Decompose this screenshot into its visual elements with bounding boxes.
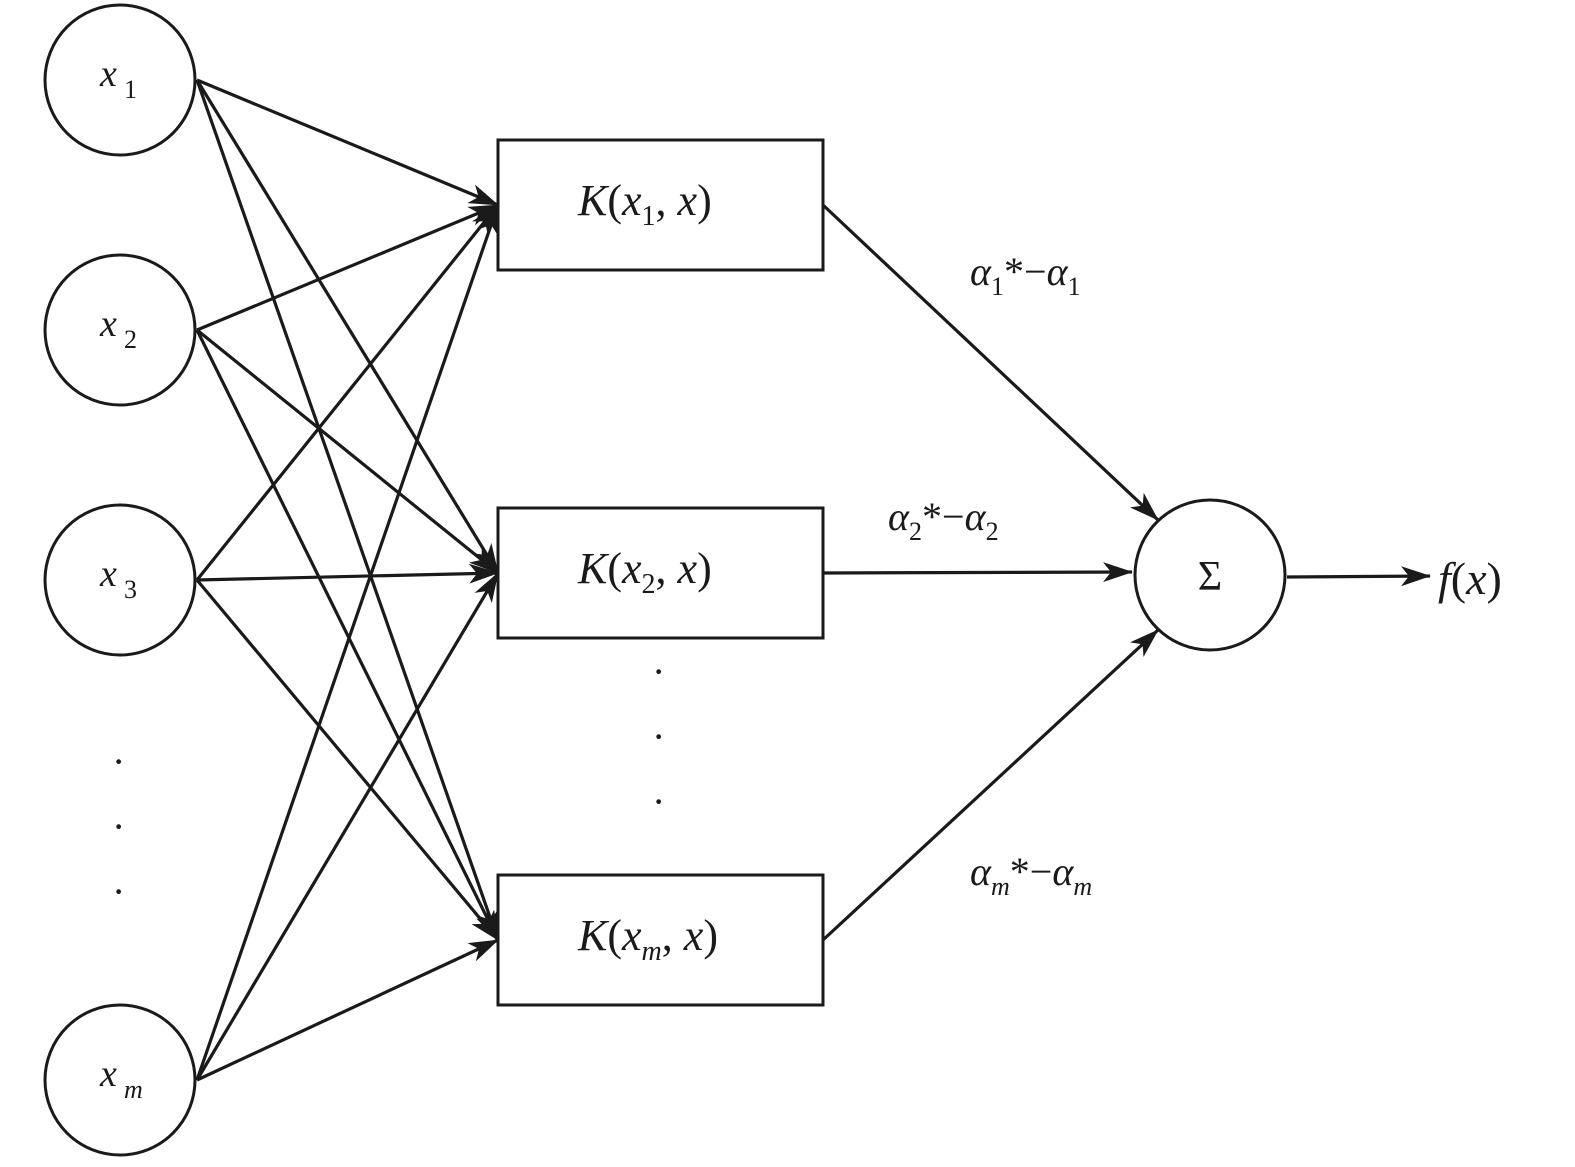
- sigma-icon: Σ: [1198, 554, 1222, 600]
- input-node-x3: x 3: [43, 503, 197, 657]
- input-label: x: [99, 1053, 117, 1095]
- summation-node: Σ: [1133, 498, 1287, 652]
- input-label: x: [99, 53, 117, 95]
- edge-x1-to-kernel-2: [195, 79, 500, 574]
- edge-kernel-1-to-sum: [821, 203, 1160, 522]
- kernel-ellipsis: · · ·: [652, 649, 665, 824]
- edge-x1-to-kernel-1: [196, 78, 499, 207]
- input-subscript: 3: [124, 575, 137, 604]
- edge-xm-to-kernel-m: [196, 938, 499, 1082]
- input-node-x2: x 2: [43, 253, 197, 407]
- output-label: f(x): [1438, 553, 1502, 604]
- kernel-label: K(x2, x): [577, 544, 712, 600]
- svg-text:·: ·: [652, 714, 665, 759]
- edge-xm-to-kernel-1: [195, 204, 500, 1081]
- kernel-label: K(xm, x): [577, 911, 718, 967]
- input-label: x: [99, 303, 117, 345]
- svg-text:f(x): f(x): [1438, 553, 1502, 604]
- input-subscript: 1: [124, 75, 137, 104]
- svg-text:·: ·: [112, 804, 125, 849]
- edge-x3-to-kernel-2: [196, 563, 499, 584]
- kernel-node-m: K(xm, x): [496, 873, 825, 1007]
- connections: [195, 78, 1431, 1082]
- edge-x3-to-kernel-m: [195, 578, 500, 942]
- input-subscript: 2: [124, 325, 137, 354]
- kernel-label: K(x1, x): [577, 176, 712, 232]
- edge-x2-to-kernel-2: [195, 328, 500, 575]
- weight-label-m: αm*−αm: [970, 849, 1092, 901]
- input-label: x: [99, 553, 117, 595]
- edge-xm-to-kernel-2: [195, 572, 500, 1081]
- edge-x3-to-kernel-1: [195, 203, 500, 582]
- weight-label-2: α2*−α2: [888, 494, 999, 546]
- weight-label-1: α1*−α1: [970, 249, 1081, 301]
- input-node-x1: x 1: [43, 3, 197, 157]
- svg-text:αm*−αm: αm*−αm: [970, 849, 1092, 901]
- input-subscript: m: [124, 1075, 143, 1104]
- edge-x2-to-kernel-1: [196, 203, 499, 332]
- kernel-node-2: K(x2, x): [496, 506, 825, 640]
- svg-text:·: ·: [112, 739, 125, 784]
- svg-text:·: ·: [652, 779, 665, 824]
- svg-text:·: ·: [112, 869, 125, 914]
- input-node-xm: x m: [43, 1003, 197, 1157]
- svg-text:·: ·: [652, 649, 665, 694]
- edge-kernel-m-to-sum: [821, 628, 1160, 942]
- edge-sum-to-output: [1286, 566, 1431, 587]
- svg-text:α2*−α2: α2*−α2: [888, 494, 999, 546]
- svg-text:α1*−α1: α1*−α1: [970, 249, 1081, 301]
- input-ellipsis: · · ·: [112, 739, 125, 914]
- edge-x2-to-kernel-m: [195, 329, 500, 941]
- edge-x1-to-kernel-m: [195, 79, 500, 941]
- edge-kernel-2-to-sum: [822, 562, 1133, 583]
- kernel-node-1: K(x1, x): [496, 138, 825, 272]
